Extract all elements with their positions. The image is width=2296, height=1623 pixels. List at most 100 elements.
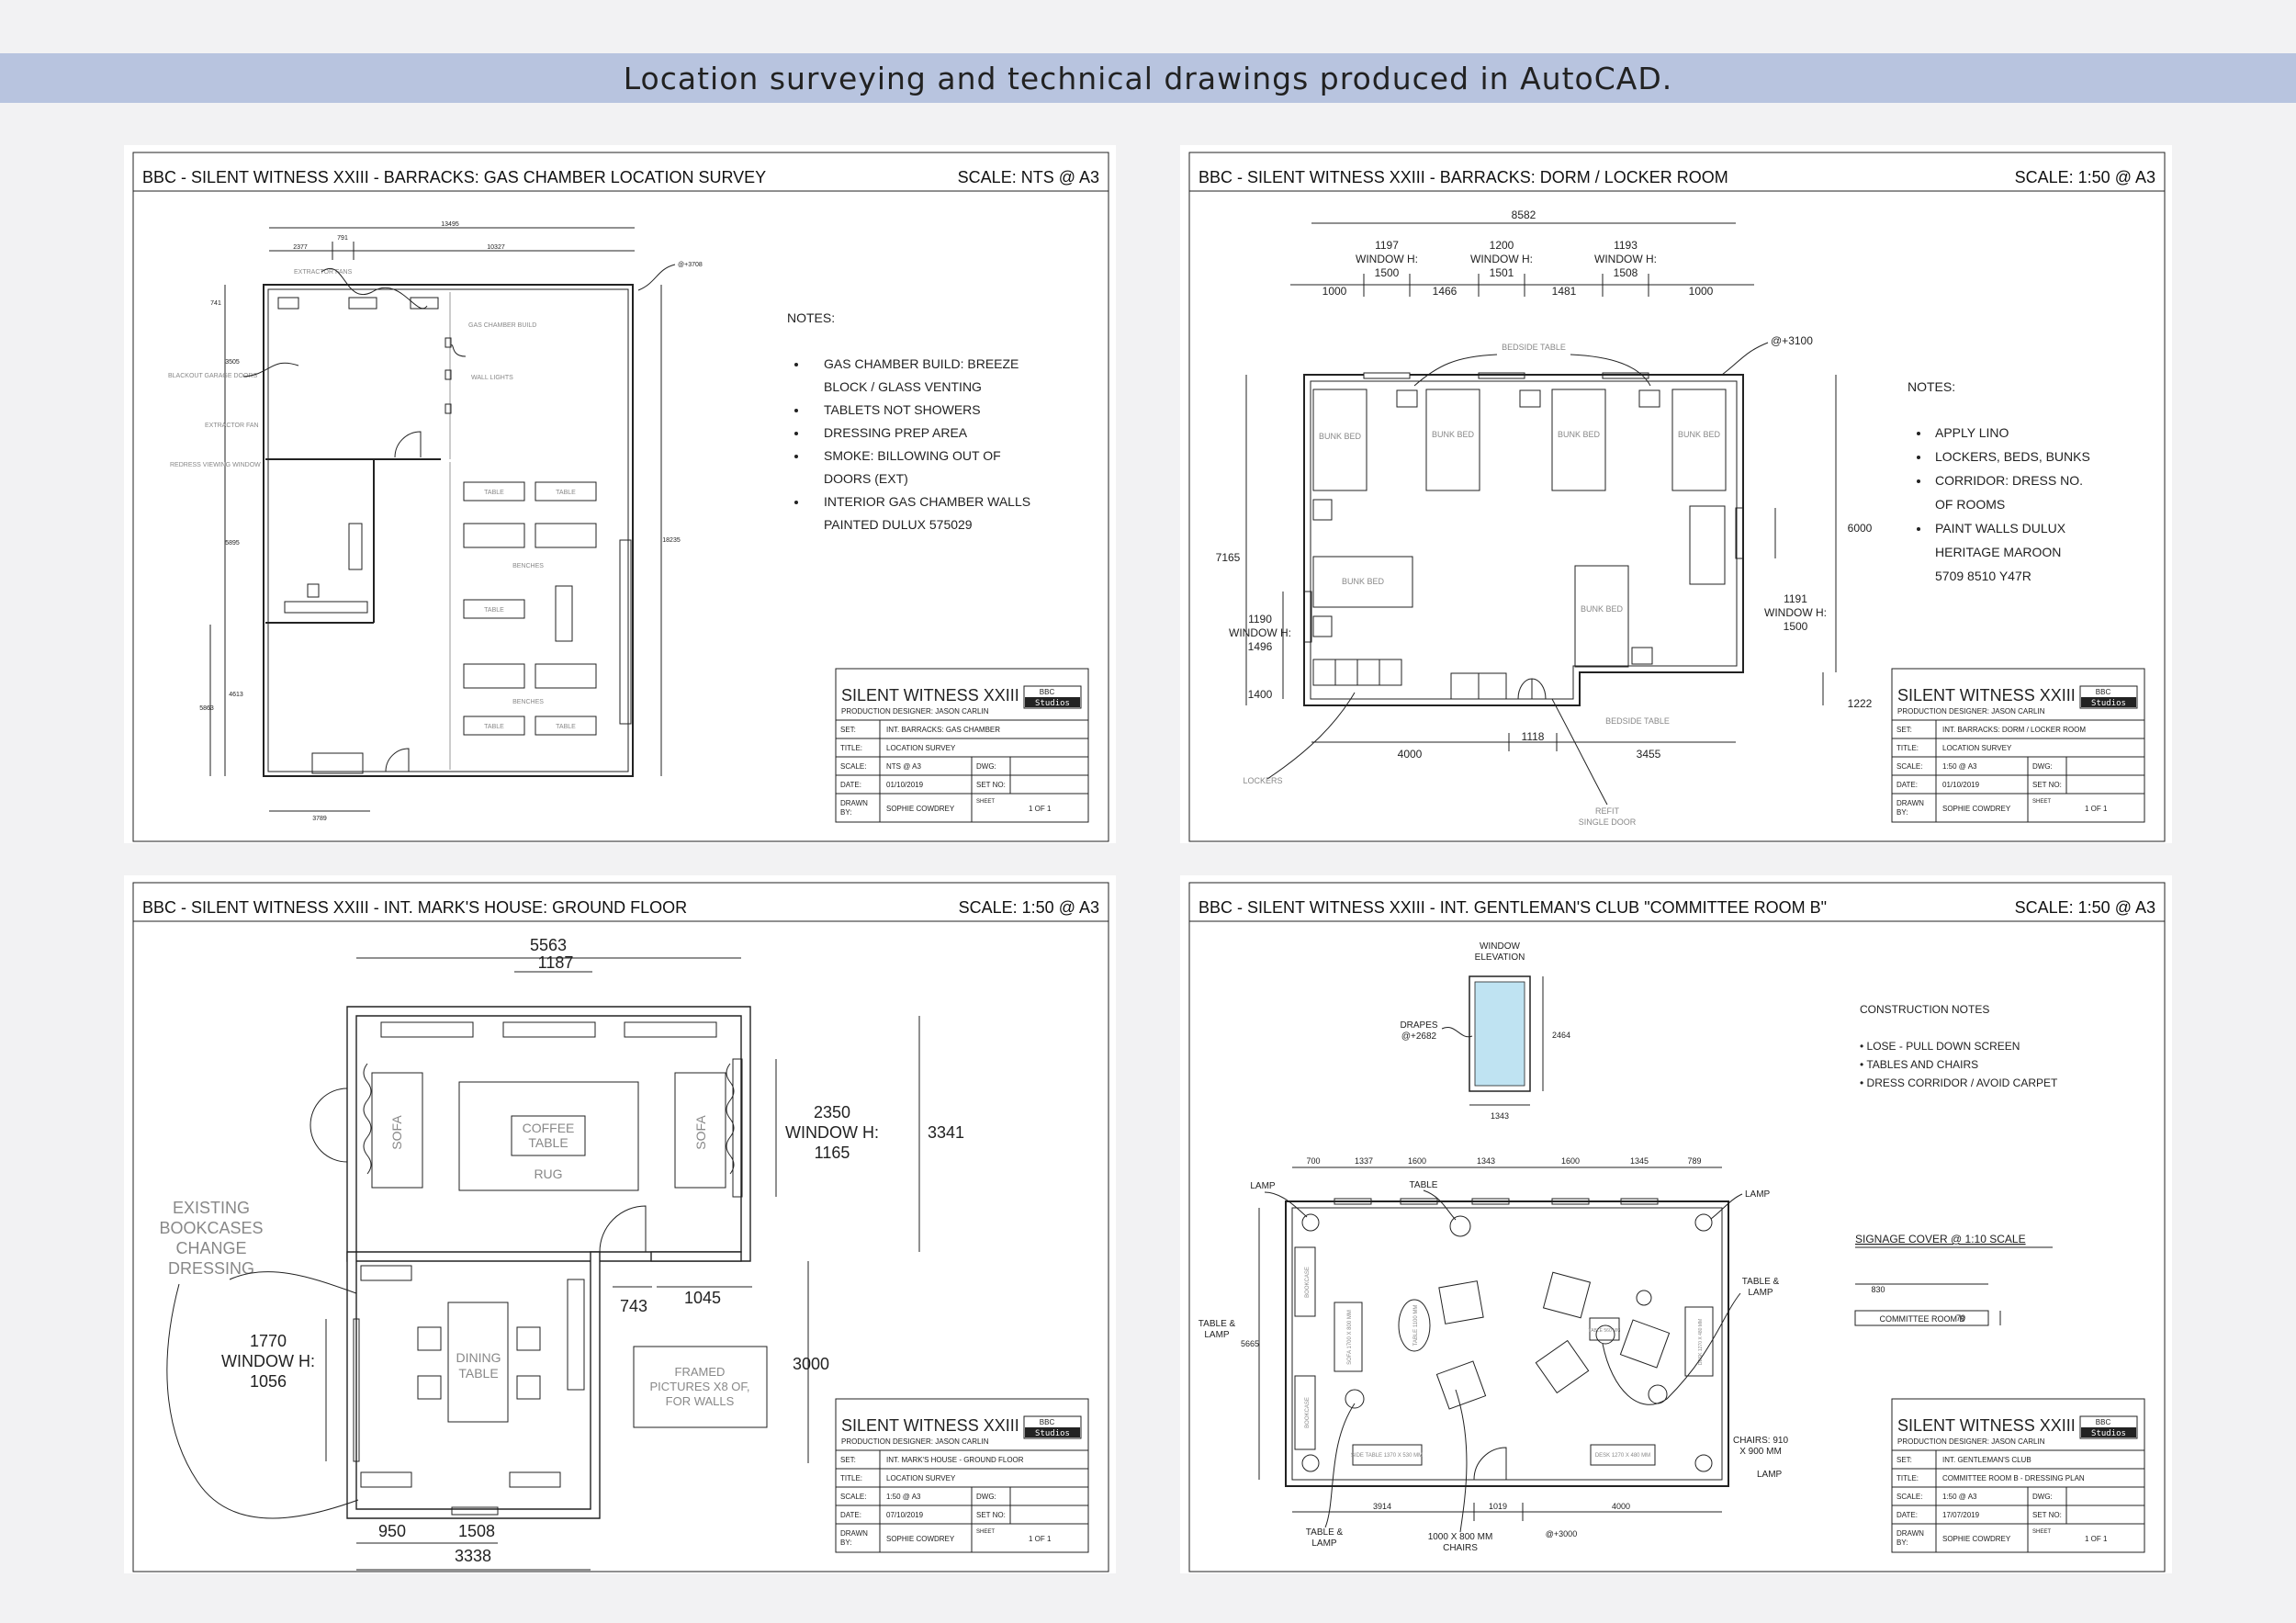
dim-label: 1508	[1614, 266, 1638, 279]
plan-label: BOOKCASE	[1305, 1267, 1311, 1298]
plan-label: EXTRACTOR FAN	[205, 423, 259, 429]
banner-title: Location surveying and technical drawing…	[623, 60, 1673, 96]
note-item: HERITAGE MAROON	[1935, 545, 2061, 559]
plan-label: RUG	[534, 1167, 562, 1181]
tb-label: BY:	[1896, 1538, 1908, 1547]
tb-drawn: SOPHIE COWDREY	[886, 805, 955, 813]
tb-label: SET NO:	[976, 781, 1006, 789]
dim-label: WINDOW H:	[1229, 626, 1291, 639]
tb-label: SET NO:	[976, 1511, 1006, 1519]
dim-label: 741	[210, 300, 221, 307]
tb-label: DATE:	[1896, 1511, 1918, 1519]
bbc-logo: BBC	[2096, 1418, 2111, 1426]
tb-designer: PRODUCTION DESIGNER: JASON CARLIN	[1897, 1437, 2045, 1446]
sheet-scale: SCALE: NTS @ A3	[958, 168, 1099, 186]
tb-sheet: 1 OF 1	[2085, 1535, 2108, 1543]
note-item: GAS CHAMBER BUILD: BREEZE	[824, 356, 1019, 371]
plan-label: TABLE	[484, 490, 504, 496]
tb-label: DWG:	[2032, 1493, 2053, 1501]
dim-label: 3341	[928, 1123, 964, 1142]
floor-plan	[1258, 1167, 1729, 1521]
tb-label: SHEET	[2032, 1529, 2051, 1535]
dim-label: 1496	[1248, 640, 1273, 653]
tb-title: LOCATION SURVEY	[1942, 744, 2012, 752]
sheet-header: BBC - SILENT WITNESS XXIII - BARRACKS: D…	[1199, 168, 1728, 186]
dim-label: WINDOW H:	[1470, 253, 1533, 265]
dim-label: @+3100	[1771, 334, 1813, 347]
note-item: BLOCK / GLASS VENTING	[824, 379, 982, 394]
tb-label: DRAWN	[1896, 1529, 1924, 1538]
plan-label: REDRESS VIEWING WINDOW	[170, 462, 261, 468]
bbc-logo: BBC	[1040, 1418, 1055, 1426]
plan-labels: EXTRACTOR FANS GAS CHAMBER BUILD WALL LI…	[168, 269, 576, 730]
plan-label: LAMP	[1748, 1288, 1773, 1298]
dim-label: 10327	[487, 244, 505, 251]
plan-label: LAMP	[1250, 1181, 1276, 1191]
tb-sheet: 1 OF 1	[1029, 1535, 1052, 1543]
title-block: SILENT WITNESS XXIII PRODUCTION DESIGNER…	[1891, 1398, 2145, 1553]
dim-label: WINDOW H:	[1764, 606, 1827, 619]
notes-title: NOTES:	[1908, 379, 1955, 394]
plan-dimensions: 2464 1343 700 1337 1600 1343 1600 1345 7…	[1241, 1031, 1965, 1538]
tb-label: SHEET	[976, 1529, 995, 1535]
plan-label: TABLE	[1410, 1180, 1438, 1190]
tb-set: INT. BARRACKS: GAS CHAMBER	[886, 726, 1000, 734]
tb-scale: 1:50 @ A3	[1942, 762, 1977, 771]
page-banner: Location surveying and technical drawing…	[0, 53, 2296, 103]
dim-label: 70	[1956, 1313, 1965, 1323]
sheet-scale: SCALE: 1:50 @ A3	[2015, 898, 2155, 917]
plan-dimensions: 8582 1197 WINDOW H: 1500 1200 WINDOW H: …	[1216, 209, 1873, 761]
dim-label: 1770	[250, 1332, 287, 1350]
dim-label: 1187	[538, 953, 574, 972]
plan-label: @+2682	[1401, 1031, 1437, 1042]
sheet-header: BBC - SILENT WITNESS XXIII - INT. MARK'S…	[142, 898, 687, 917]
tb-production: SILENT WITNESS XXIII	[1897, 686, 2076, 704]
dim-label: 1000	[1322, 285, 1347, 298]
plan-label: GAS CHAMBER BUILD	[468, 322, 536, 329]
tb-title: COMMITTEE ROOM B - DRESSING PLAN	[1942, 1474, 2085, 1482]
tb-label: SET NO:	[2032, 781, 2062, 789]
plan-dimensions: 13495 2377 791 10327 741 3505 5895 4613 …	[199, 221, 703, 822]
plan-label: 1000 X 800 MM	[1428, 1532, 1493, 1542]
plan-label: TABLE &	[1199, 1319, 1236, 1329]
dim-label: 1056	[250, 1372, 287, 1391]
tb-production: SILENT WITNESS XXIII	[1897, 1416, 2076, 1435]
studios-logo: Studios	[1035, 1429, 1070, 1438]
dim-label: 4000	[1398, 748, 1423, 761]
plan-label: BUNK BED	[1342, 577, 1385, 586]
dim-label: 1222	[1848, 697, 1873, 710]
tb-scale: NTS @ A3	[886, 762, 921, 771]
plan-label: TABLE 560 MM	[1589, 1328, 1621, 1334]
plan-label: SOFA	[389, 1115, 404, 1150]
plan-label: LAMP	[1745, 1189, 1771, 1200]
dim-label: 1600	[1561, 1156, 1580, 1166]
plan-label: TABLE	[556, 490, 576, 496]
note-item: DRESSING PREP AREA	[824, 425, 968, 440]
dim-label: WINDOW H:	[221, 1352, 315, 1370]
tb-set: INT. MARK'S HOUSE - GROUND FLOOR	[886, 1456, 1024, 1464]
dim-label: 2464	[1552, 1031, 1570, 1040]
plan-label: TABLE 1100 MM	[1413, 1305, 1419, 1347]
plan-label: TABLE	[484, 724, 504, 730]
plan-label: DRESSING	[168, 1259, 254, 1278]
drawing-sheet-committee-room: BBC - SILENT WITNESS XXIII - INT. GENTLE…	[1180, 875, 2172, 1573]
notes-title: CONSTRUCTION NOTES	[1860, 1003, 1989, 1016]
dim-label: 1600	[1408, 1156, 1426, 1166]
tb-designer: PRODUCTION DESIGNER: JASON CARLIN	[841, 707, 989, 716]
plan-label: DINING	[456, 1350, 501, 1365]
dim-label: 1337	[1355, 1156, 1373, 1166]
tb-title: LOCATION SURVEY	[886, 1474, 956, 1482]
bbc-logo: BBC	[2096, 688, 2111, 696]
tb-drawn: SOPHIE COWDREY	[1942, 1535, 2011, 1543]
tb-label: SET:	[840, 1456, 856, 1464]
dim-label: 3338	[455, 1547, 491, 1565]
floor-plan	[1245, 222, 1837, 751]
studios-logo: Studios	[1035, 699, 1070, 708]
plan-label: BUNK BED	[1558, 430, 1601, 439]
marks-house-drawing: BBC - SILENT WITNESS XXIII - INT. MARK'S…	[132, 882, 1109, 1572]
note-item: OF ROOMS	[1935, 497, 2005, 512]
tb-label: BY:	[840, 1538, 851, 1547]
floor-plan	[310, 957, 920, 1571]
tb-designer: PRODUCTION DESIGNER: JASON CARLIN	[1897, 707, 2045, 716]
window-elevation	[1441, 975, 1544, 1106]
